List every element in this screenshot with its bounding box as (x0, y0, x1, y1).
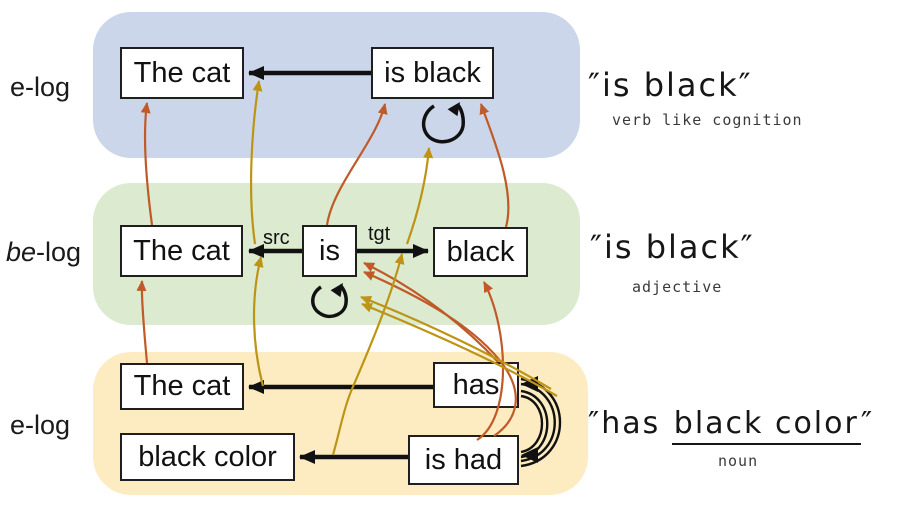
annotation-mid-quote: ″is black″ (590, 228, 755, 266)
close-quote: ″ (860, 406, 875, 441)
row-label-text: e-log (10, 72, 71, 102)
open-quote: ″ (588, 406, 602, 441)
row-label-log: -log (36, 237, 82, 267)
node-bot-is-had: is had (408, 435, 519, 485)
row-label-be: be (6, 237, 37, 267)
node-top-the-cat: The cat (120, 47, 244, 99)
node-bot-the-cat: The cat (120, 363, 244, 410)
annotation-bot-underlined: black color (671, 406, 861, 445)
annotation-mid-sub: adjective (632, 278, 723, 296)
node-mid-is: is (302, 225, 357, 277)
annotation-bot-sub: noun (718, 452, 759, 470)
row-label-text: e-log (10, 410, 71, 440)
row-label-elog-bottom: e-log (10, 410, 70, 441)
row-label-belog: be-log (6, 237, 81, 268)
node-bot-has: has (433, 362, 519, 408)
edge-label-src: src (263, 227, 290, 249)
node-mid-black: black (433, 227, 528, 277)
annotation-top-quote: ″is black″ (588, 66, 753, 104)
node-mid-the-cat: The cat (120, 225, 243, 277)
node-top-is-black: is black (371, 47, 494, 99)
annotation-bot-prefix: has (601, 406, 672, 441)
row-label-elog-top: e-log (10, 72, 70, 103)
node-bot-black-color: black color (120, 433, 295, 481)
annotation-top-sub: verb like cognition (612, 111, 803, 129)
annotation-bot-quote: ″has black color″ (588, 406, 875, 445)
edge-label-tgt: tgt (368, 223, 391, 245)
